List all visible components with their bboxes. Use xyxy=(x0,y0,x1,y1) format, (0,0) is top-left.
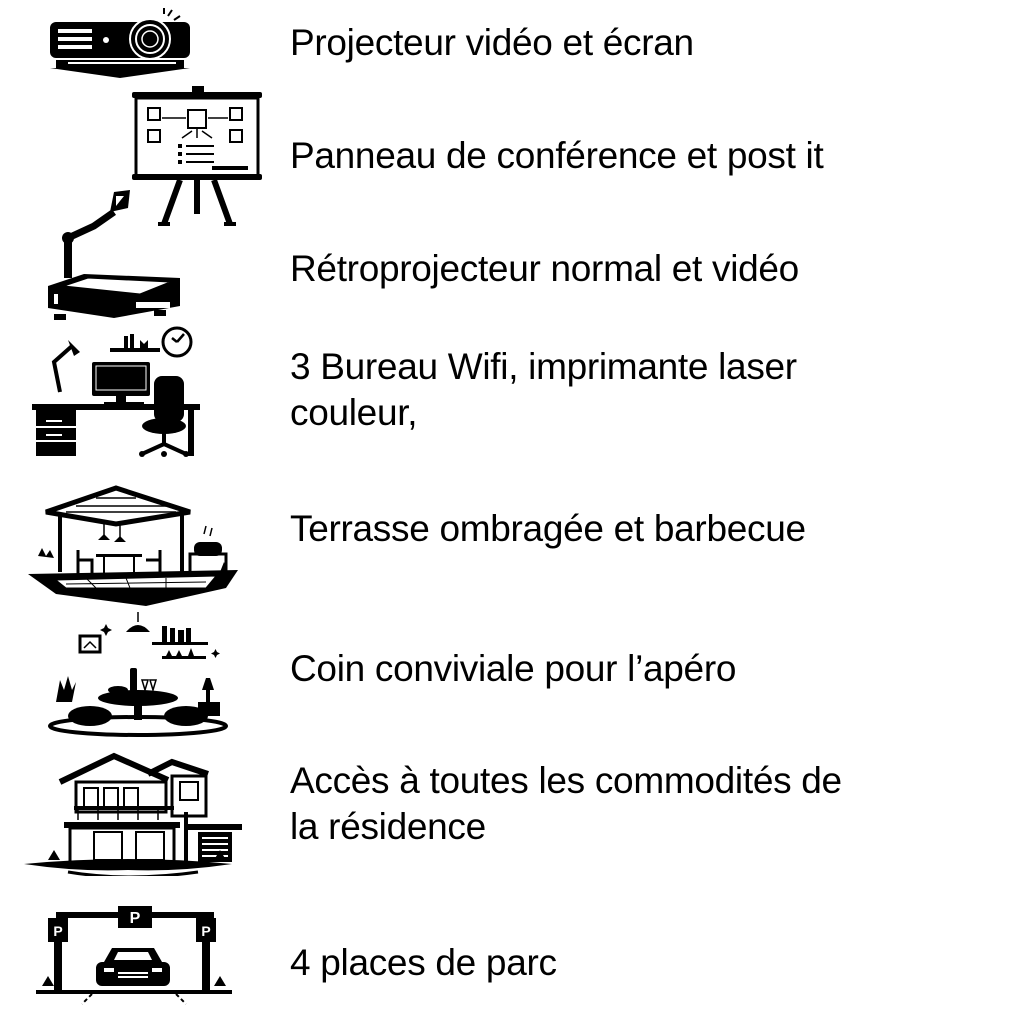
amenity-label-terrace: Terrasse ombragée et barbecue xyxy=(290,508,806,549)
lounge-aperitif-icon xyxy=(44,612,234,738)
parking-sign-right: P xyxy=(201,923,210,939)
amenity-label-residence-line1: Accès à toutes les commodités de xyxy=(290,760,842,801)
amenity-label-aperitif-corner: Coin conviviale pour l’apéro xyxy=(290,648,737,689)
amenity-label-office-line2: couleur, xyxy=(290,392,418,433)
amenity-label-office: 3 Bureau Wifi, imprimante laser couleur, xyxy=(290,344,797,436)
shaded-terrace-bbq-icon xyxy=(26,484,240,610)
amenity-label-office-line1: 3 Bureau Wifi, imprimante laser xyxy=(290,346,797,387)
amenity-label-parking: 4 places de parc xyxy=(290,942,557,983)
parking-sign-left: P xyxy=(53,923,62,939)
amenity-label-conference-board: Panneau de conférence et post it xyxy=(290,135,824,176)
parking-icon: P P P xyxy=(32,906,236,1006)
residence-house-icon xyxy=(18,750,244,876)
office-desk-icon xyxy=(32,326,202,458)
amenity-label-projector: Projecteur vidéo et écran xyxy=(290,22,694,63)
parking-sign-center: P xyxy=(130,910,141,927)
flipchart-easel-icon xyxy=(130,86,265,231)
amenity-label-residence: Accès à toutes les commodités de la rési… xyxy=(290,758,842,850)
amenity-label-overhead-projector: Rétroprojecteur normal et vidéo xyxy=(290,248,799,289)
amenity-label-residence-line2: la résidence xyxy=(290,806,486,847)
overhead-projector-icon xyxy=(44,186,186,326)
video-projector-icon xyxy=(46,8,196,78)
